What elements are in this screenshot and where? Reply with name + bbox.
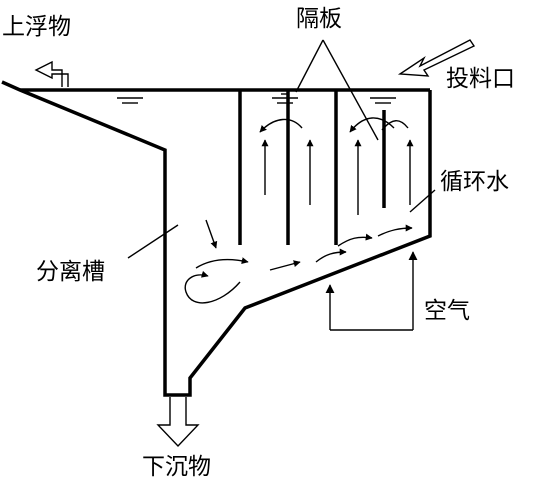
tank-wall (1, 80, 432, 397)
label-sediment-out: 下沉物 (142, 454, 211, 480)
water-level-marks (117, 93, 396, 104)
label-circulating-water: 循环水 (440, 169, 509, 195)
feed-inlet-arrow (397, 39, 476, 77)
leader-lines (127, 39, 436, 259)
label-separation-tank: 分离槽 (36, 259, 105, 285)
water-level-mark (370, 97, 396, 104)
labels: 上浮物 隔板 投料口 循环水 分离槽 空气 下沉物 (2, 6, 515, 480)
label-feed-inlet: 投料口 (446, 66, 515, 92)
label-partition: 隔板 (296, 6, 342, 32)
label-air: 空气 (424, 298, 470, 324)
water-level-mark (117, 97, 143, 104)
surface-circulation-arrows (259, 117, 409, 133)
water-level-mark (272, 93, 298, 104)
sediment-out-arrow (156, 397, 200, 448)
partitions (238, 90, 386, 245)
float-out-arrow (34, 60, 69, 87)
upflow-arrows (261, 139, 414, 215)
air-inlet (325, 251, 418, 331)
bottom-flow-arrows (184, 219, 413, 304)
label-float-out: 上浮物 (2, 14, 71, 40)
